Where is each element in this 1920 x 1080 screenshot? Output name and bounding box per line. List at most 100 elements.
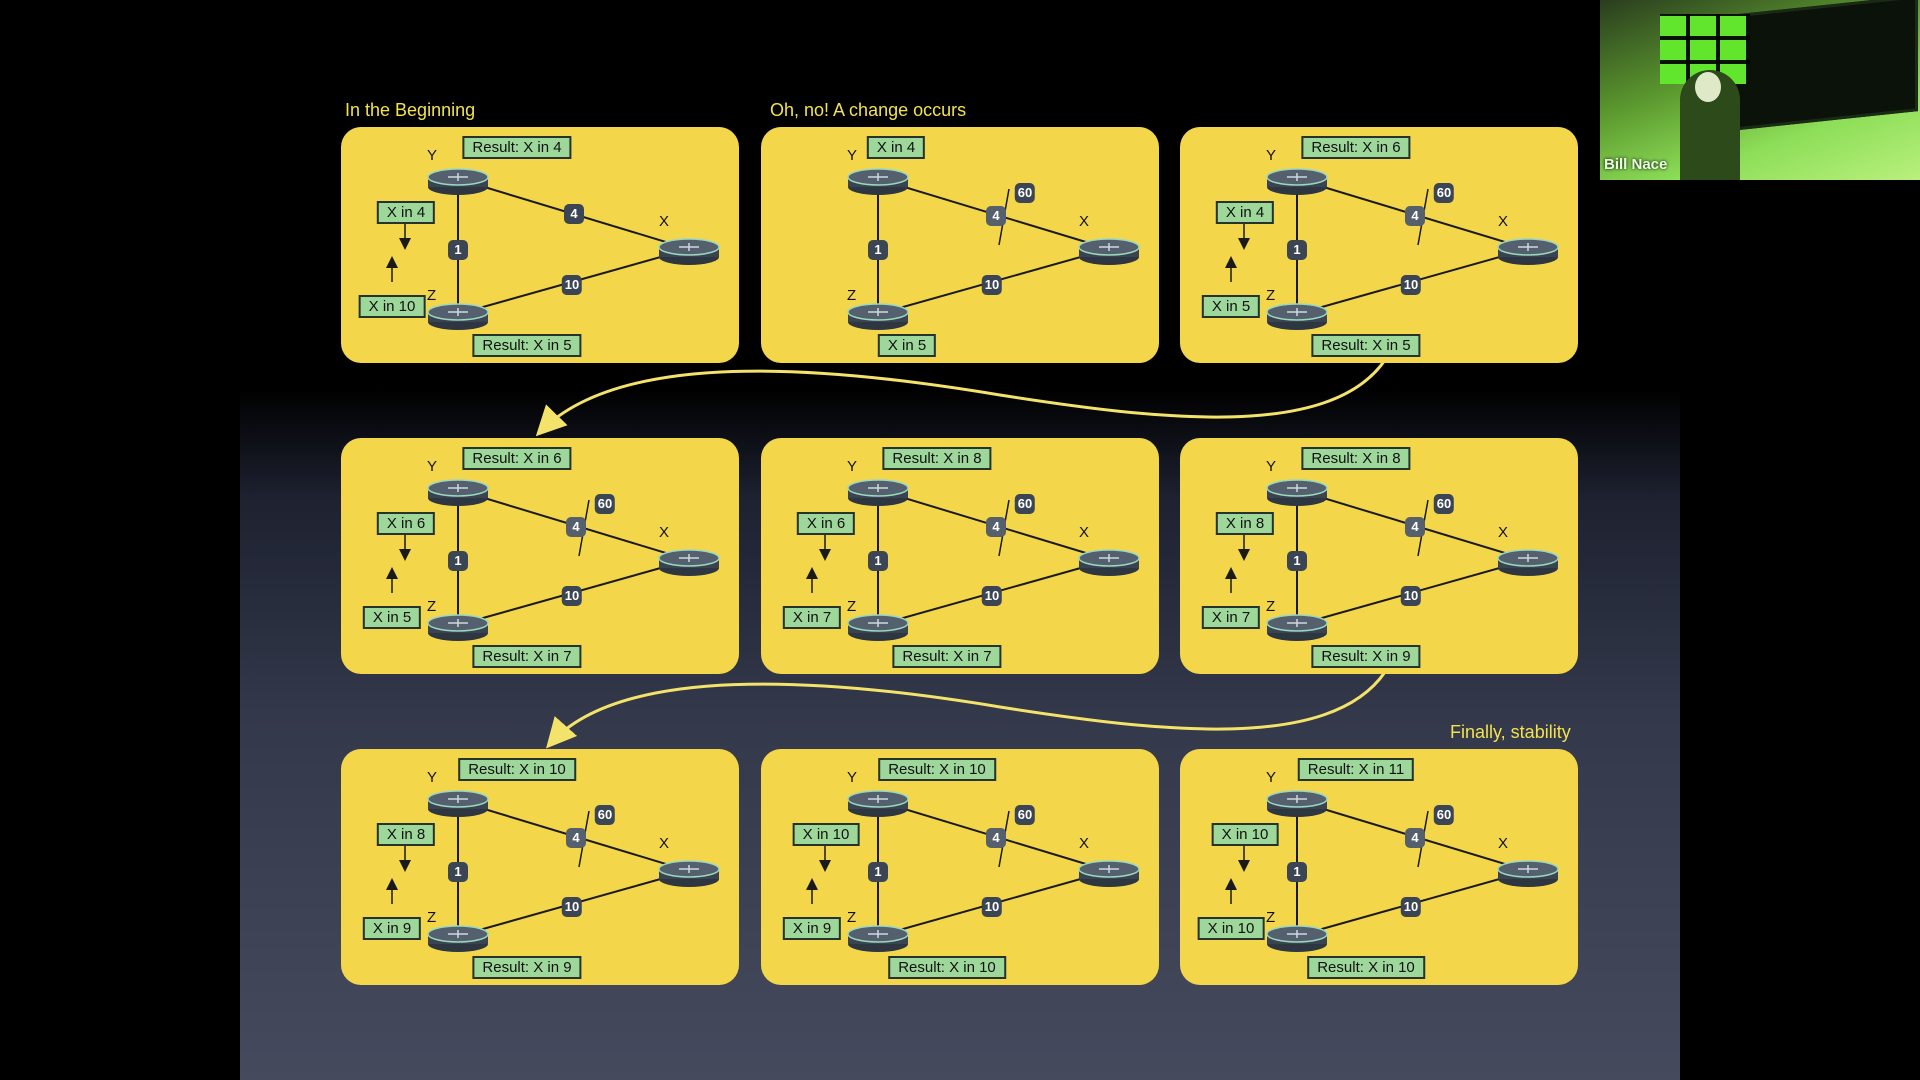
node-name-y: Y (1266, 458, 1277, 475)
cost-badge-y-x: 4 (566, 517, 586, 537)
route-label-bottom: Result: X in 5 (472, 334, 582, 357)
cost-badge-y-z: 1 (868, 551, 888, 571)
router-x (1497, 238, 1559, 265)
node-name-y: Y (427, 147, 438, 164)
neighbor-label-y: X in 4 (376, 201, 436, 224)
router-z (427, 925, 489, 952)
neighbor-label-z: X in 5 (1201, 295, 1261, 318)
route-label-top: Result: X in 6 (1301, 136, 1411, 159)
node-name-y: Y (847, 458, 858, 475)
cost-badge-y-z: 1 (448, 551, 468, 571)
cost-badge-y-z: 1 (448, 862, 468, 882)
node-name-z: Z (427, 598, 437, 615)
cost-badge-z-x: 10 (561, 275, 583, 295)
cost-badge-y-x: 4 (1405, 517, 1425, 537)
router-z (847, 614, 909, 641)
node-name-x: X (1079, 524, 1090, 541)
cost-badge-new-y-x: 60 (1433, 183, 1455, 203)
neighbor-label-z: X in 10 (358, 295, 426, 318)
router-x (1497, 549, 1559, 576)
router-x (658, 238, 720, 265)
neighbor-label-y: X in 6 (376, 512, 436, 535)
cost-badge-y-x: 4 (1405, 206, 1425, 226)
caption-in-the-beginning: In the Beginning (345, 100, 476, 120)
cost-badge-z-x: 10 (561, 897, 583, 917)
node-name-z: Z (1266, 909, 1276, 926)
node-name-z: Z (1266, 287, 1276, 304)
network-graph (1225, 790, 1559, 952)
route-label-bottom: Result: X in 9 (472, 956, 582, 979)
route-label-top: Result: X in 10 (458, 758, 576, 781)
node-name-z: Z (847, 287, 857, 304)
network-graph (806, 479, 1140, 641)
router-y (427, 168, 489, 195)
router-y (427, 479, 489, 506)
router-z (1266, 614, 1328, 641)
cost-badge-y-x: 4 (986, 206, 1006, 226)
cost-badge-y-x: 4 (564, 204, 584, 224)
router-x (1497, 860, 1559, 887)
node-name-z: Z (847, 598, 857, 615)
node-name-x: X (1498, 835, 1509, 852)
neighbor-label-y: X in 4 (1215, 201, 1275, 224)
neighbor-label-y: X in 6 (796, 512, 856, 535)
node-name-x: X (1079, 213, 1090, 230)
router-y (847, 168, 909, 195)
route-label-bottom: Result: X in 7 (892, 645, 1002, 668)
route-label-top: X in 4 (866, 136, 926, 159)
router-z (427, 614, 489, 641)
route-label-bottom: Result: X in 10 (1307, 956, 1425, 979)
route-label-bottom: Result: X in 10 (888, 956, 1006, 979)
node-name-z: Z (1266, 598, 1276, 615)
neighbor-label-z: X in 7 (1201, 606, 1261, 629)
router-x (1078, 549, 1140, 576)
node-name-x: X (659, 524, 670, 541)
router-z (847, 925, 909, 952)
neighbor-label-z: X in 10 (1197, 917, 1265, 940)
cost-badge-y-z: 1 (448, 240, 468, 260)
cost-badge-z-x: 10 (981, 897, 1003, 917)
node-name-y: Y (847, 147, 858, 164)
network-graph (386, 168, 720, 330)
cost-badge-new-y-x: 60 (1014, 494, 1036, 514)
cost-badge-z-x: 10 (561, 586, 583, 606)
cost-badge-y-x: 4 (566, 828, 586, 848)
network-graph (386, 790, 720, 952)
caption-finally-stability: Finally, stability (1450, 722, 1571, 742)
network-graph (1225, 168, 1559, 330)
speaker-name: Bill Nace (1604, 156, 1668, 173)
node-name-x: X (1079, 835, 1090, 852)
router-x (658, 860, 720, 887)
cost-badge-y-x: 4 (986, 828, 1006, 848)
neighbor-label-z: X in 5 (362, 606, 422, 629)
node-name-z: Z (847, 909, 857, 926)
speaker-video-thumbnail[interactable]: Bill Nace (1600, 0, 1920, 180)
network-graph (386, 479, 720, 641)
caption-change-occurs: Oh, no! A change occurs (770, 100, 967, 120)
router-y (1266, 790, 1328, 817)
route-label-top: Result: X in 10 (878, 758, 996, 781)
node-name-y: Y (427, 769, 438, 786)
cost-badge-y-x: 4 (986, 517, 1006, 537)
node-name-x: X (659, 213, 670, 230)
node-name-z: Z (427, 909, 437, 926)
cost-badge-z-x: 10 (1400, 275, 1422, 295)
neighbor-label-y: X in 8 (1215, 512, 1275, 535)
cost-badge-new-y-x: 60 (1014, 183, 1036, 203)
router-y (847, 479, 909, 506)
neighbor-label-y: X in 10 (792, 823, 860, 846)
route-label-top: Result: X in 11 (1297, 758, 1415, 781)
router-y (1266, 479, 1328, 506)
cost-badge-new-y-x: 60 (1433, 805, 1455, 825)
route-label-top: Result: X in 4 (462, 136, 572, 159)
cost-badge-y-z: 1 (1287, 551, 1307, 571)
route-label-bottom: X in 5 (877, 334, 937, 357)
node-name-y: Y (1266, 147, 1277, 164)
router-z (1266, 925, 1328, 952)
